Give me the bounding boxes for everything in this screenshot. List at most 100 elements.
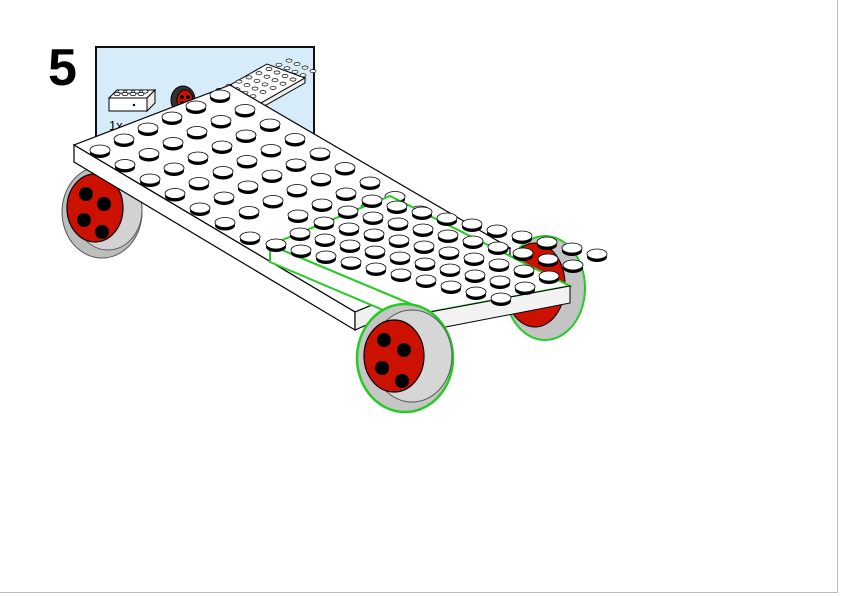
stud <box>214 217 236 228</box>
plate-icon-stud <box>293 62 301 67</box>
stud <box>236 155 258 166</box>
stud <box>413 240 435 252</box>
stud <box>359 176 381 188</box>
plate-icon-stud <box>251 86 259 91</box>
stud <box>310 173 332 184</box>
stud <box>284 133 306 144</box>
plate-icon-stud <box>299 73 307 78</box>
stud <box>511 230 533 242</box>
stud <box>289 227 311 239</box>
stud <box>261 169 283 181</box>
stud <box>463 252 485 264</box>
stud <box>465 286 487 298</box>
plate-icon-stud <box>301 65 309 70</box>
stud <box>185 100 207 112</box>
brick-2x4-icon <box>107 88 157 113</box>
base-plate-studs <box>89 89 431 245</box>
stud <box>311 198 333 210</box>
stud <box>536 236 558 248</box>
stud <box>415 274 437 286</box>
stud <box>213 191 235 203</box>
stud <box>262 195 284 206</box>
plate-icon-stud <box>235 79 243 84</box>
plate-icon-stud <box>279 81 287 86</box>
stud <box>286 184 308 195</box>
stud <box>537 253 559 265</box>
stud <box>411 206 433 218</box>
stud <box>439 263 461 275</box>
stud <box>239 231 261 243</box>
stud <box>464 269 486 281</box>
stud <box>335 187 357 199</box>
stud <box>486 224 508 236</box>
stud <box>586 248 608 260</box>
plate-icon-stud <box>261 82 269 87</box>
plate-icon-stud <box>255 71 263 76</box>
stud <box>362 211 384 223</box>
stud <box>513 264 535 276</box>
stud <box>287 209 309 221</box>
stud <box>187 151 209 163</box>
stud <box>487 241 509 253</box>
stud <box>164 188 186 199</box>
stud <box>386 200 408 212</box>
stud <box>388 234 410 246</box>
stud <box>514 281 536 293</box>
stud <box>138 148 160 159</box>
top-plate-studs <box>265 194 608 306</box>
stud <box>361 194 383 206</box>
step-number: 5 <box>48 39 77 97</box>
stud <box>139 173 161 185</box>
stud <box>387 217 409 229</box>
stud <box>259 118 281 130</box>
plate-icon-stud <box>269 85 277 90</box>
stud <box>489 275 511 287</box>
stud <box>538 270 560 282</box>
plate-icon-stud <box>265 67 273 71</box>
stud <box>137 122 159 134</box>
plate-icon-stud <box>309 69 317 74</box>
stud <box>339 239 361 251</box>
stud <box>163 162 185 174</box>
plate-icon-stud <box>243 83 251 88</box>
stud <box>211 140 233 152</box>
stud <box>313 216 335 228</box>
stud <box>290 244 312 256</box>
stud <box>412 223 434 235</box>
stud <box>234 104 256 115</box>
stud <box>488 258 510 270</box>
stud <box>186 126 208 137</box>
stud <box>338 222 360 234</box>
plate-icon-stud <box>273 70 281 75</box>
stud <box>562 259 584 271</box>
stud <box>315 250 337 262</box>
stud <box>265 238 287 250</box>
stud <box>440 280 462 292</box>
stud <box>461 218 483 230</box>
plate-icon-stud <box>291 69 299 74</box>
stud <box>438 246 460 258</box>
stud <box>364 245 386 257</box>
plate-icon-stud <box>283 66 291 71</box>
plate-icon-stud <box>253 78 261 83</box>
stud <box>340 256 362 268</box>
stud <box>209 89 231 101</box>
plate-icon-stud <box>281 74 289 78</box>
stud <box>314 233 336 245</box>
stud <box>363 228 385 240</box>
plate-icon-stud <box>245 75 253 80</box>
stud <box>210 115 232 126</box>
plate-icon-stud <box>263 74 271 79</box>
stud <box>189 202 211 214</box>
plate-icon-stud <box>259 90 267 95</box>
wheel-front-right <box>355 302 455 414</box>
stud <box>437 229 459 241</box>
stud <box>161 111 183 123</box>
stud <box>490 292 512 304</box>
stud <box>285 158 307 170</box>
plate-icon-stud <box>289 77 297 82</box>
stud <box>162 137 184 148</box>
stud <box>238 206 260 217</box>
